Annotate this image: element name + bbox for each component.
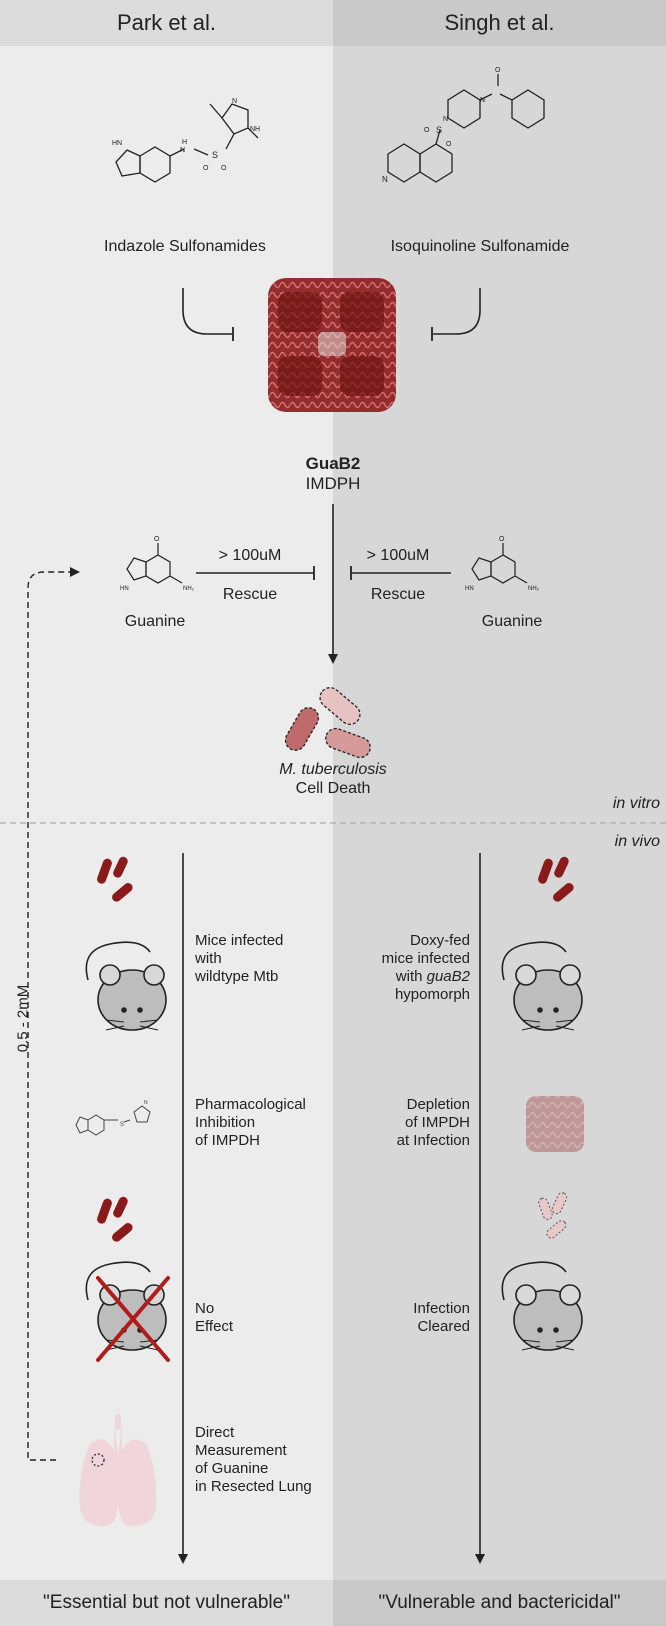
right-header-bg — [333, 0, 666, 46]
left-conclusion: "Essential but not vulnerable" — [43, 1592, 290, 1613]
in-vivo-label: in vivo — [614, 833, 660, 850]
right-rescue-label: Rescue — [370, 586, 426, 603]
mouse-icon-right-1 — [501, 941, 583, 1031]
cell-death-label: Cell Death — [295, 780, 371, 797]
svg-text:O: O — [154, 536, 160, 543]
svg-text:HN: HN — [120, 586, 129, 592]
bacteria-icon-left-2 — [97, 1196, 133, 1242]
right-step-3: Infection Cleared — [413, 1300, 470, 1335]
guanine-structure-right — [471, 543, 528, 584]
right-compound-label: Isoquinoline Sulfonamide — [390, 238, 570, 255]
mouse-icon-left-1 — [85, 941, 167, 1031]
target-name: GuaB2 — [305, 454, 361, 473]
isoquinoline-sulfonamide-structure — [387, 74, 545, 183]
svg-text:HN: HN — [465, 586, 474, 592]
lung-icon — [79, 1414, 157, 1527]
guanine-structure-left — [126, 543, 183, 584]
left-rescue-label: Rescue — [222, 586, 278, 603]
left-inhibition-arrow — [182, 288, 232, 335]
mouse-icon-right-2 — [501, 1261, 583, 1351]
dying-bacteria-cluster — [284, 686, 371, 759]
svg-text:N: N — [480, 97, 485, 104]
mouse-icon-left-2 — [85, 1261, 167, 1351]
guab2-protein-structure — [268, 278, 396, 412]
right-step-1: Doxy-fed mice infected with guaB2 hypomo… — [381, 932, 470, 1003]
feedback-dashed-arrow — [27, 567, 80, 1461]
in-vitro-label: in vitro — [612, 795, 660, 812]
right-footer-bg — [333, 1580, 666, 1626]
lung-sample-marker — [91, 1453, 105, 1467]
left-column — [0, 0, 333, 1626]
left-rescue-concentration: > 100uM — [218, 547, 282, 564]
right-column — [333, 0, 666, 1626]
svg-text:S: S — [120, 1122, 124, 1128]
right-conclusion: "Vulnerable and bactericidal" — [378, 1592, 621, 1613]
inhibitor-molecule-icon — [75, 1105, 151, 1136]
right-study-title: Singh et al. — [444, 10, 555, 35]
left-header-bg — [0, 0, 333, 46]
bacteria-icon-left-1 — [97, 856, 133, 902]
svg-text:H: H — [182, 139, 187, 146]
bacteria-icon-right-1 — [538, 856, 574, 902]
left-study-title: Park et al. — [116, 10, 217, 35]
organism-label: M. tuberculosis — [279, 761, 387, 778]
left-step-2: Pharmacological Inhibition of IMPDH — [195, 1096, 306, 1149]
svg-text:NH₂: NH₂ — [183, 586, 195, 592]
svg-text:O: O — [499, 536, 505, 543]
cross-mark-icon — [96, 1276, 170, 1362]
left-compound-label: Indazole Sulfonamides — [104, 238, 266, 255]
right-rescue-concentration: > 100uM — [366, 547, 430, 564]
bacteria-icon-right-2 — [538, 1192, 568, 1239]
svg-text:N: N — [180, 147, 185, 154]
svg-text:O: O — [446, 141, 452, 148]
left-step-3: No Effect — [195, 1300, 234, 1335]
svg-text:N: N — [232, 98, 237, 105]
svg-text:NH: NH — [250, 126, 260, 133]
indazole-nh-label: HN — [112, 140, 122, 147]
right-guanine-label: Guanine — [481, 613, 543, 630]
svg-text:N: N — [443, 116, 448, 123]
indazole-sulfonamide-structure — [115, 103, 259, 183]
left-step-4: Direct Measurement of Guanine in Resecte… — [195, 1424, 312, 1495]
svg-text:O: O — [221, 165, 227, 172]
svg-text:NH₂: NH₂ — [528, 586, 540, 592]
concentration-side-label: 0.5 - 2mM — [14, 984, 32, 1053]
svg-text:O: O — [203, 165, 209, 172]
svg-text:O: O — [495, 67, 501, 74]
svg-text:N: N — [144, 1100, 148, 1106]
left-step-1: Mice infected with wildtype Mtb — [195, 932, 284, 985]
left-footer-bg — [0, 1580, 333, 1626]
left-guanine-label: Guanine — [124, 613, 186, 630]
right-inhibition-arrow — [433, 288, 481, 335]
svg-text:S: S — [436, 125, 442, 135]
depleted-protein-icon — [526, 1096, 584, 1152]
svg-text:S: S — [212, 150, 218, 160]
right-step-2: Depletion of IMPDH at Infection — [396, 1096, 470, 1149]
svg-text:N: N — [382, 175, 388, 184]
svg-text:O: O — [424, 127, 430, 134]
target-subtitle: IMDPH — [305, 474, 361, 493]
